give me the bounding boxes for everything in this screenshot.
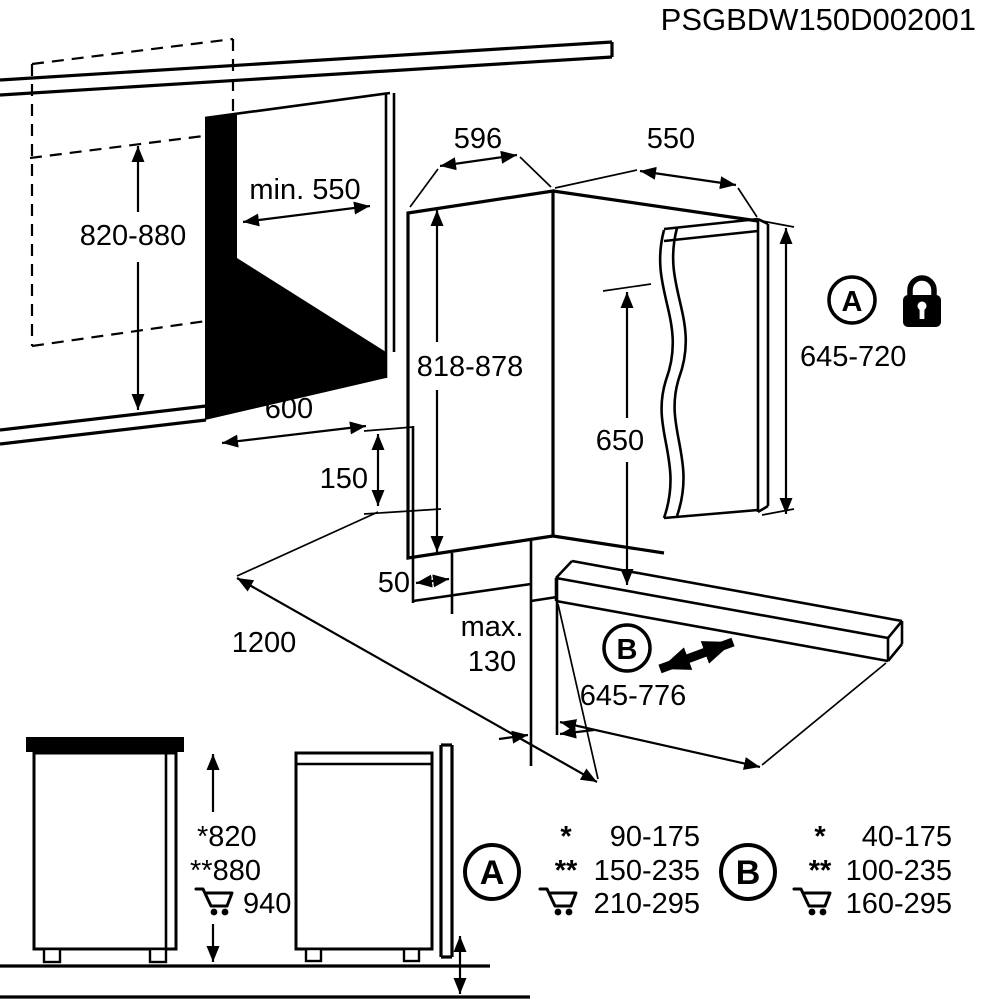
appliance-height-label: 818-878 (417, 351, 523, 383)
appliance-width-dimension: 596 (409, 123, 552, 208)
legend-b-value-1: 40-175 (862, 821, 952, 853)
appliance-height-dimension: 818-878 (417, 210, 523, 552)
panel-height-label: 645-720 (800, 341, 906, 373)
legend-a-letter: A (480, 854, 505, 892)
counter-scene (0, 37, 614, 446)
badge-a-letter: A (842, 286, 863, 318)
legend-a-value-2: 150-235 (594, 855, 700, 887)
legend-b-mark-2: ** (809, 855, 832, 887)
legend-a-mark-2: ** (555, 855, 578, 887)
legend-b-value-3: 160-295 (846, 888, 952, 920)
badge-a: A (827, 275, 877, 325)
plinth-offset-label: 50 (378, 567, 410, 599)
front-height-label: 650 (596, 425, 644, 457)
niche-width-label: 600 (265, 393, 313, 425)
niche-opening-shadow (205, 114, 386, 420)
plinth-height-label: 150 (320, 463, 368, 495)
legend-b: B * 40-175 ** 100-235 160-295 (719, 821, 952, 920)
legend-a-value-1: 90-175 (610, 821, 700, 853)
legend-b-letter: B (736, 854, 761, 892)
legend-a-mark-1: * (560, 821, 572, 853)
badge-b: B (602, 623, 652, 673)
side-view-height-3: 940 (243, 888, 291, 920)
badge-b-letter: B (617, 634, 638, 666)
cart-icon (194, 887, 234, 917)
panel-height-dimension: 645-720 (761, 220, 906, 516)
niche-width-dimension: 600 (221, 393, 367, 448)
front-height-dimension: 650 (596, 283, 652, 585)
side-view-built-in (294, 743, 467, 994)
toe-panel-range-label: 645-776 (580, 680, 686, 712)
niche-depth-label: min. 550 (249, 174, 360, 206)
cart-icon (792, 887, 832, 917)
toe-max-word: max. (461, 611, 524, 643)
toe-max-value: 130 (468, 646, 516, 678)
side-view-freestanding (26, 737, 184, 964)
appliance-depth-label: 550 (647, 123, 695, 155)
toe-panel-range-dimension: 645-776 (559, 662, 887, 770)
door-clearance-dimension: 1200 (232, 511, 599, 783)
appliance-width-label: 596 (454, 123, 502, 155)
document-code: PSGBDW150D002001 (661, 2, 976, 37)
legend-b-value-2: 100-235 (846, 855, 952, 887)
side-view-height-1: *820 (197, 821, 257, 853)
legend-b-mark-1: * (814, 821, 826, 853)
side-view-height-2: **880 (190, 855, 261, 887)
cart-icon (538, 887, 578, 917)
appliance-depth-dimension: 550 (554, 123, 758, 218)
niche-depth-dimension: min. 550 (242, 174, 371, 227)
legend-a: A * 90-175 ** 150-235 210-295 (463, 821, 700, 920)
plinth-height-dimension: 150 (320, 434, 385, 506)
lock-icon (903, 275, 941, 327)
toe-max-dimension: max. 130 (461, 611, 595, 744)
slide-direction-arrow-icon (658, 637, 735, 674)
niche-height-dimension: 820-880 (80, 146, 186, 410)
door-clearance-label: 1200 (232, 627, 297, 659)
legend-a-value-3: 210-295 (594, 888, 700, 920)
niche-height-label: 820-880 (80, 220, 186, 252)
side-view-height-dimension: *820 **880 940 (190, 754, 291, 962)
